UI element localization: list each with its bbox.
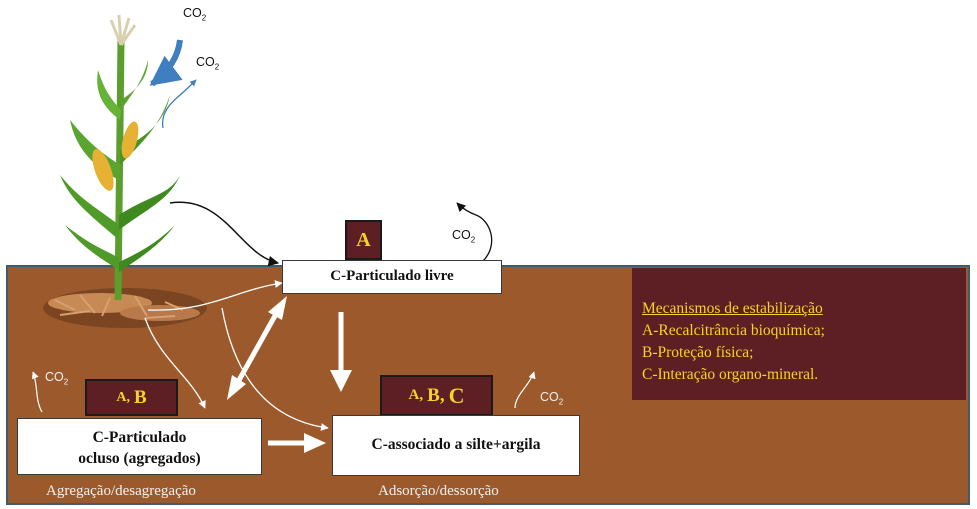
maize-plant (60, 14, 180, 301)
co2-release-arrow (456, 202, 493, 263)
co2-uptake-arrow (149, 39, 183, 87)
input-arrow (169, 201, 280, 267)
occluded-to-mineral-arrow (268, 433, 326, 453)
mechanism-tag-free: A (345, 220, 382, 260)
co2-release-arrow (514, 371, 536, 409)
mechanisms-legend: Mecanismos de estabilização A-Recalcitrâ… (632, 268, 966, 400)
litter-to-free-arrow (147, 280, 283, 311)
co2-label: CO2 (452, 228, 476, 245)
litter-to-mineral-arrow (221, 307, 329, 431)
litter-to-occluded-arrow (144, 317, 206, 409)
co2-release-arrow (162, 79, 197, 129)
co2-release-arrow (31, 371, 43, 413)
free-particulate-box: C-Particulado livre (282, 260, 502, 294)
co2-label: CO2 (45, 370, 69, 387)
co2-label: CO2 (196, 55, 220, 72)
occluded-particulate-box: C-Particulado ocluso (agregados) (17, 418, 262, 475)
legend-item: B-Proteção física; (642, 344, 754, 361)
co2-label: CO2 (540, 390, 564, 407)
mineral-associated-box: C-associado a silte+argila (332, 415, 580, 476)
free-to-mineral-arrow (330, 312, 352, 392)
aggregation-caption: Agregação/desagregação (46, 483, 196, 499)
co2-label: CO2 (183, 6, 207, 23)
legend-item: A-Recalcitrância bioquímica; (642, 322, 825, 339)
mechanism-tag-mineral: A, B, C (380, 375, 493, 416)
free-occluded-double-arrow (227, 296, 287, 400)
legend-item: C-Interação organo-mineral. (642, 366, 819, 383)
adsorption-caption: Adsorção/dessorção (378, 483, 499, 499)
legend-title: Mecanismos de estabilização (642, 300, 823, 317)
mechanism-tag-occluded: A, B (85, 379, 178, 416)
